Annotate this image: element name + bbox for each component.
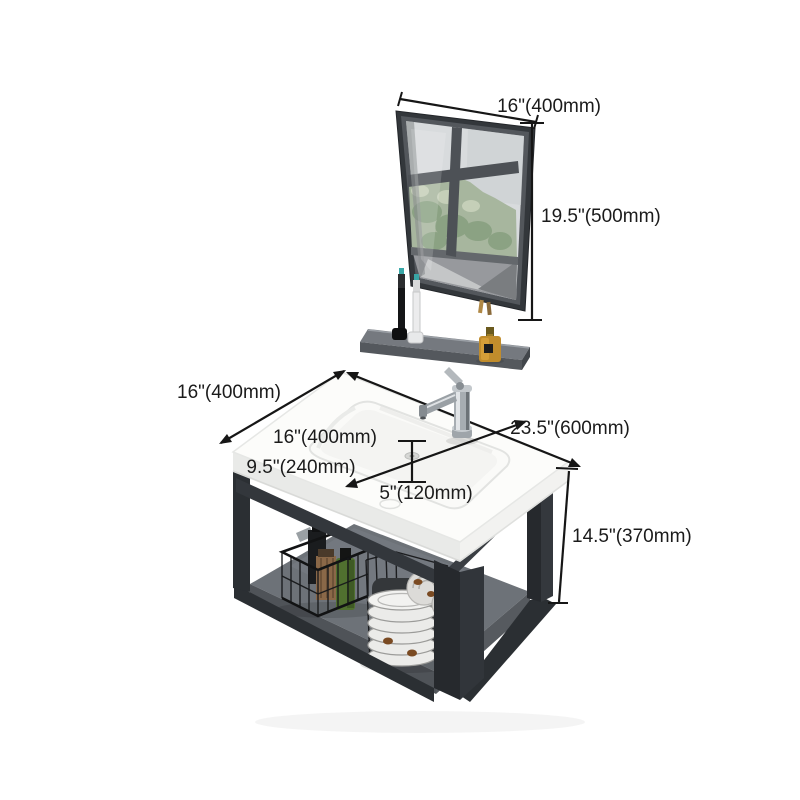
toothbrush-white-head bbox=[413, 280, 420, 294]
plate-stack bbox=[367, 589, 437, 667]
label-mirror-height: 19.5"(500mm) bbox=[541, 206, 661, 227]
storage-basket bbox=[278, 532, 372, 618]
green-bottle-cap bbox=[340, 548, 351, 560]
wall-shelf bbox=[360, 329, 531, 370]
toothbrushes bbox=[392, 268, 424, 344]
toothbrush-white-handle bbox=[412, 291, 421, 335]
label-vanity-height: 14.5"(370mm) bbox=[572, 526, 692, 547]
reflected-brush bbox=[478, 299, 484, 314]
mirror-dimension-lines bbox=[397, 91, 544, 321]
label-basin-front-depth: 9.5"(240mm) bbox=[246, 457, 355, 478]
window-mullion-vertical bbox=[446, 127, 462, 257]
perfume-cap bbox=[486, 327, 494, 336]
label-vanity-width: 23.5"(600mm) bbox=[510, 418, 630, 439]
vanity-height-line bbox=[557, 470, 571, 603]
plate-spot bbox=[383, 637, 393, 645]
sink-counter bbox=[231, 371, 570, 562]
faucet bbox=[419, 367, 478, 445]
wall-shelf-end bbox=[522, 347, 530, 370]
counter-front-right-face bbox=[460, 462, 568, 562]
mirror-width-line bbox=[399, 97, 537, 124]
wall-shelf-front bbox=[360, 342, 522, 370]
mirror-dark-wedge bbox=[478, 261, 517, 300]
counter-etched-circle bbox=[379, 498, 401, 510]
plate-spot bbox=[407, 649, 417, 657]
label-basin-width: 16"(400mm) bbox=[273, 427, 377, 448]
toothbrush-black-bristles bbox=[399, 268, 404, 275]
frame-leg-front-right-face bbox=[460, 566, 484, 700]
counter-front-left-face bbox=[233, 452, 460, 562]
perfume-bottle bbox=[476, 327, 504, 364]
frame-post-left bbox=[233, 470, 250, 592]
basin-width-line bbox=[346, 420, 526, 488]
faucet-lever bbox=[444, 367, 463, 386]
frame-post-right-outer bbox=[541, 468, 553, 602]
vanity-dimension-lines bbox=[219, 370, 581, 604]
vanity-unit bbox=[231, 371, 585, 733]
perfume-label bbox=[484, 344, 493, 353]
vanity-depth-line bbox=[220, 370, 345, 444]
toothbrush-black-handle bbox=[398, 288, 405, 330]
window-mullion-horizontal bbox=[408, 161, 519, 187]
toothbrush-black-base bbox=[392, 328, 407, 340]
label-mirror-width: 16"(400mm) bbox=[497, 96, 601, 117]
towel-spot bbox=[427, 591, 435, 597]
reflected-brush bbox=[486, 301, 492, 316]
mirror-glare bbox=[411, 129, 446, 271]
frame-top-rail-left bbox=[236, 478, 436, 584]
label-vanity-depth: 16"(400mm) bbox=[177, 382, 281, 403]
toothbrush-black-head bbox=[398, 274, 405, 289]
toothbrush-white-base bbox=[407, 331, 424, 344]
towel-spot bbox=[413, 579, 423, 585]
toothbrush-white-bristles bbox=[414, 274, 419, 281]
window-sill-reflection bbox=[411, 247, 518, 265]
frame-leg-front-left-face bbox=[434, 560, 460, 700]
mirror bbox=[395, 110, 536, 316]
dimension-labels: 16"(400mm) 19.5"(500mm) 16"(400mm) 23.5"… bbox=[177, 96, 692, 547]
floor-shadow bbox=[255, 711, 585, 733]
faucet-spout-tip bbox=[419, 405, 427, 417]
label-basin-center-offset: 5"(120mm) bbox=[379, 483, 472, 504]
frame-bottom-rail-left bbox=[234, 584, 434, 702]
window-jamb-reflection bbox=[406, 121, 425, 277]
mirror-light-wedge bbox=[421, 259, 494, 293]
